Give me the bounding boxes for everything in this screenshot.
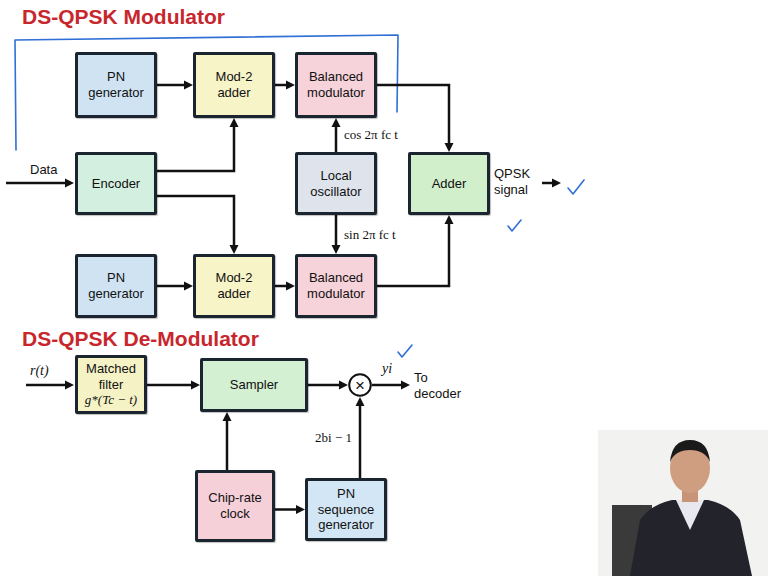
connector xyxy=(147,381,200,390)
adder-box: Adder xyxy=(408,152,490,215)
pn-generator-box: PN generator xyxy=(75,52,157,118)
annotation-ink xyxy=(15,35,584,357)
connector xyxy=(223,412,232,470)
signal-name: yi xyxy=(382,361,392,378)
balanced-modulator-box: Balanced modulator xyxy=(295,52,377,118)
diagram-title: DS-QPSK Modulator xyxy=(22,4,225,29)
connector xyxy=(332,118,341,152)
node-label: Balanced modulator xyxy=(302,69,370,100)
node-label: PN generator xyxy=(82,69,150,100)
node-label: Mod-2 adder xyxy=(200,69,268,100)
node-subtext: g*(Tc − t) xyxy=(85,392,137,408)
arrowhead xyxy=(332,118,341,127)
node-label: Local oscillator xyxy=(302,168,370,199)
local-oscillator-box: Local oscillator xyxy=(295,152,377,215)
node-label: Balanced modulator xyxy=(302,270,370,301)
connector-line xyxy=(359,404,362,478)
connector-line xyxy=(226,419,229,470)
arrowhead xyxy=(230,118,239,127)
matched-filter-box: Matched filterg*(Tc − t) xyxy=(75,355,147,414)
node-label: PN sequence generator xyxy=(312,486,380,533)
connector xyxy=(157,81,193,90)
connector xyxy=(308,381,348,390)
connector xyxy=(356,397,365,478)
connector xyxy=(377,215,454,286)
connector xyxy=(275,81,295,90)
carrier-label: cos 2π fc t xyxy=(342,127,400,143)
connector xyxy=(157,118,239,171)
chip-rate-clock-box: Chip-rate clock xyxy=(195,470,275,542)
mod2-adder-box: Mod-2 adder xyxy=(193,52,275,118)
input-label: r(t) xyxy=(30,363,49,380)
multiplier-ring xyxy=(349,374,371,396)
connector-line xyxy=(308,384,341,387)
connector-line xyxy=(335,125,338,152)
carrier-label: 2bi − 1 xyxy=(313,430,354,446)
node-label: Mod-2 adder xyxy=(200,270,268,301)
connector-line xyxy=(157,84,186,87)
arrowhead xyxy=(332,245,341,254)
node-label: PN generator xyxy=(82,270,150,301)
balanced-modulator-box: Balanced modulator xyxy=(295,254,377,318)
connector xyxy=(157,282,193,291)
arrowhead xyxy=(445,143,454,152)
arrowhead xyxy=(191,381,200,390)
node-label: Sampler xyxy=(230,377,278,393)
pn-sequence-generator-box: PN sequence generator xyxy=(305,478,387,541)
encoder-box: Encoder xyxy=(75,152,157,215)
arrowhead xyxy=(184,81,193,90)
arrowhead xyxy=(339,381,348,390)
connector xyxy=(157,196,239,254)
connector-line xyxy=(335,215,338,247)
arrowhead xyxy=(230,245,239,254)
arrowhead xyxy=(223,412,232,421)
connector-line xyxy=(157,125,234,171)
presenter-inset xyxy=(598,430,768,576)
node-label: Chip-rate clock xyxy=(202,490,268,521)
arrowhead xyxy=(445,215,454,224)
section-heading: DS-QPSK De-Modulator xyxy=(22,326,259,351)
arrowhead xyxy=(184,282,193,291)
connector-line xyxy=(157,285,186,288)
output-label: QPSK signal xyxy=(494,166,540,197)
arrowhead xyxy=(296,505,305,514)
node-label: × xyxy=(355,377,365,394)
connector xyxy=(275,505,305,514)
arrowhead xyxy=(286,282,295,291)
multiplier-circle: × xyxy=(348,373,372,397)
output-label: To decoder xyxy=(414,370,470,401)
carrier-label: sin 2π fc t xyxy=(342,227,398,243)
sampler-box: Sampler xyxy=(200,358,308,412)
input-label: Data xyxy=(30,162,57,178)
arrowhead xyxy=(286,81,295,90)
node-label: Matched filter xyxy=(82,361,140,392)
mod2-adder-box: Mod-2 adder xyxy=(193,254,275,318)
connector-line xyxy=(157,196,234,247)
connector xyxy=(275,282,295,291)
connector-line xyxy=(275,508,298,511)
connector xyxy=(332,215,341,254)
arrowhead xyxy=(356,397,365,406)
node-label: Adder xyxy=(432,176,467,192)
pn-generator-box: PN generator xyxy=(75,254,157,318)
connector-line xyxy=(147,384,193,387)
node-label: Encoder xyxy=(92,176,140,192)
